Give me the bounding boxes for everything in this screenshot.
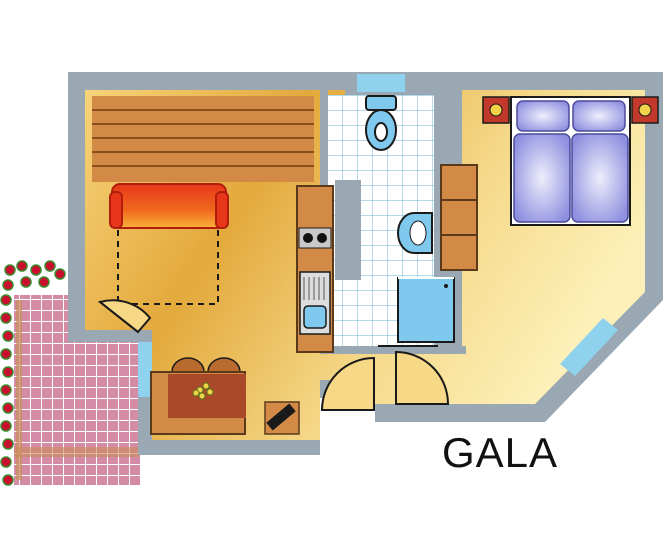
- chair-icon: [171, 357, 241, 373]
- door-swing-icon: [395, 350, 450, 405]
- window: [357, 74, 405, 92]
- plant-icon: [264, 401, 300, 435]
- toilet-icon: [365, 95, 397, 151]
- shower-icon: [397, 277, 455, 343]
- nightstand-icon: [631, 96, 659, 124]
- nightstand-icon: [482, 96, 510, 124]
- door-swing-icon: [320, 356, 375, 411]
- door-swing-icon: [97, 299, 152, 334]
- window: [138, 342, 152, 397]
- wooden-platform: [92, 96, 314, 182]
- sofa-bed-outline: [117, 230, 219, 305]
- flowers-icon: [192, 382, 214, 400]
- lamp-icon: [638, 103, 652, 117]
- lamp-icon: [489, 103, 503, 117]
- wardrobe-icon: [440, 164, 478, 271]
- window: [560, 318, 618, 376]
- partition-wall: [335, 180, 361, 280]
- sink-icon: [397, 212, 433, 254]
- bathroom-wall: [320, 346, 466, 354]
- stove-icon: [303, 233, 327, 243]
- bed-icon: [510, 96, 631, 226]
- flower-box: [0, 260, 66, 486]
- dining-table-icon: [150, 371, 246, 435]
- apartment-name: GALA: [442, 429, 559, 476]
- bathroom-wall: [434, 90, 442, 352]
- sofa-icon: [109, 183, 229, 229]
- kitchen-sink-icon: [299, 271, 331, 335]
